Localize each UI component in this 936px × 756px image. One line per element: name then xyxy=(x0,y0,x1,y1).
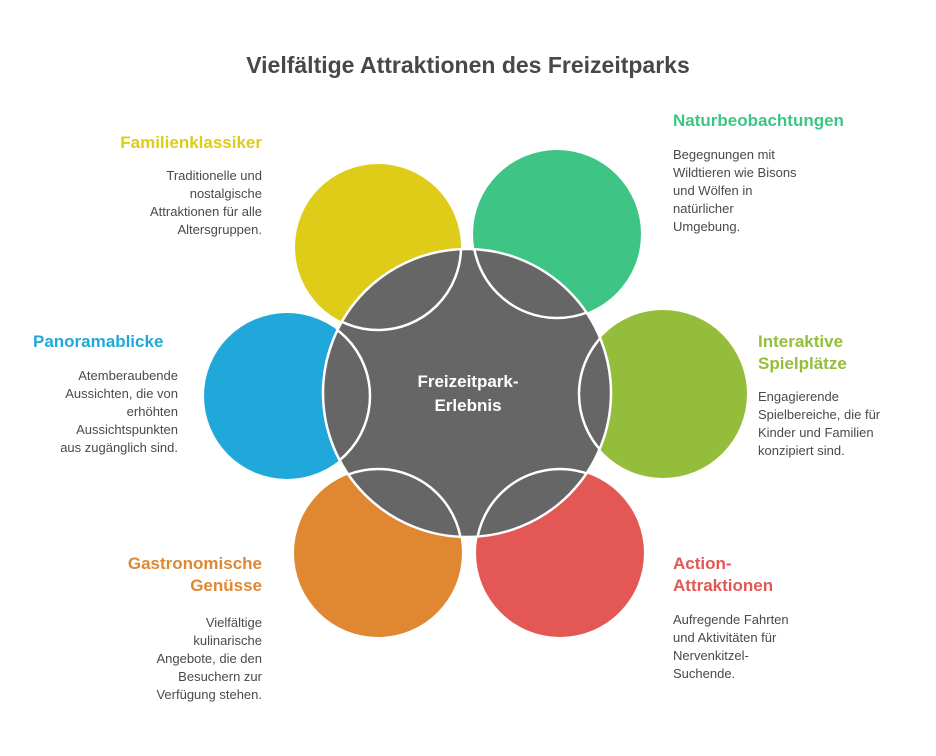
interaktive-spielplaetze-circle xyxy=(579,310,747,478)
gastronomische-genuesse-description: Vielfältige kulinarische Angebote, die d… xyxy=(156,615,262,702)
interaktive-spielplaetze-heading: Interaktive Spielplätze xyxy=(758,332,847,373)
familienklassiker-description: Traditionelle und nostalgische Attraktio… xyxy=(149,168,262,237)
hub-overlap-arcs xyxy=(323,249,611,537)
familienklassiker-heading: Familienklassiker xyxy=(120,133,262,152)
interaktive-spielplaetze-description: Engagierende Spielbereiche, die für Kind… xyxy=(758,389,881,458)
action-attraktionen-description: Aufregende Fahrten und Aktivitäten für N… xyxy=(673,612,789,681)
naturbeobachtungen-description: Begegnungen mit Wildtieren wie Bisons un… xyxy=(673,147,797,234)
center-label: Freizeitpark- Erlebnis xyxy=(417,372,519,415)
panoramablicke-heading: Panoramablicke xyxy=(33,332,164,351)
center-hub-circle xyxy=(321,247,613,539)
naturbeobachtungen-heading: Naturbeobachtungen xyxy=(673,111,844,130)
panoramablicke-description: Atemberaubende Aussichten, die von erhöh… xyxy=(60,368,178,455)
page-title: Vielfältige Attraktionen des Freizeitpar… xyxy=(246,52,690,78)
gastronomische-genuesse-heading: Gastronomische Genüsse xyxy=(127,554,262,595)
action-attraktionen-heading: Action- Attraktionen xyxy=(673,554,774,595)
